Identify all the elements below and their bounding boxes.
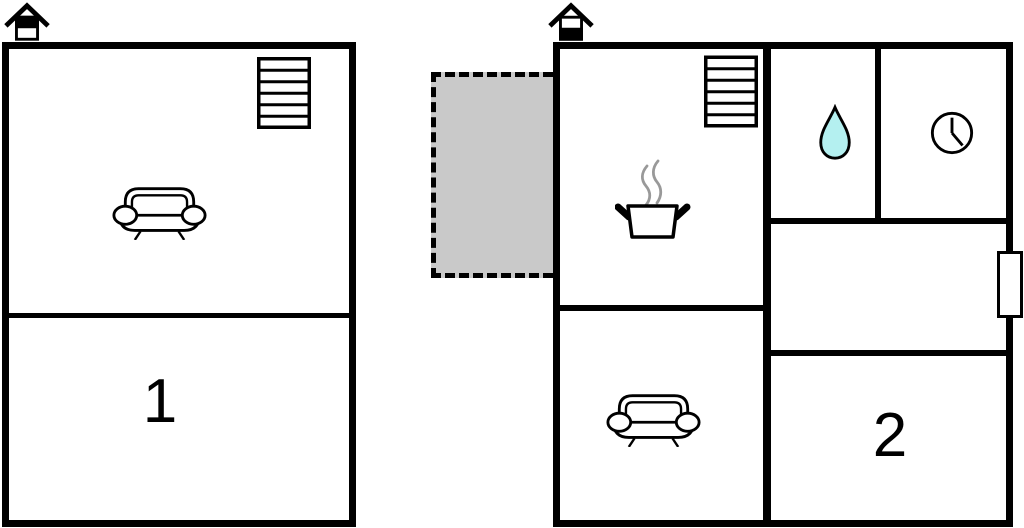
clock-icon xyxy=(930,111,974,155)
unit-1-divider-wall xyxy=(9,313,349,318)
unit-1-outline xyxy=(2,42,356,527)
sofa-icon xyxy=(606,394,701,447)
unit-2-bathroom-divider-wall xyxy=(875,49,881,218)
unit-2-main-vertical-wall xyxy=(763,49,771,520)
sofa-icon xyxy=(112,187,207,240)
unit-2-bathroom-bottom-wall xyxy=(771,218,1006,224)
chimney-icon xyxy=(4,2,50,41)
stairs-icon xyxy=(257,57,311,129)
unit-2-kitchen-divider-wall xyxy=(560,305,763,311)
room-2-label: 2 xyxy=(872,401,908,470)
room-1-label: 1 xyxy=(142,367,178,436)
window-symbol xyxy=(997,251,1023,318)
water-drop-icon xyxy=(819,104,851,160)
unit-2-hall-divider-wall xyxy=(771,350,1006,356)
chimney-icon xyxy=(548,2,594,41)
terrace xyxy=(431,72,553,278)
cooking-pot-icon xyxy=(615,159,691,239)
stairs-icon xyxy=(704,55,758,128)
